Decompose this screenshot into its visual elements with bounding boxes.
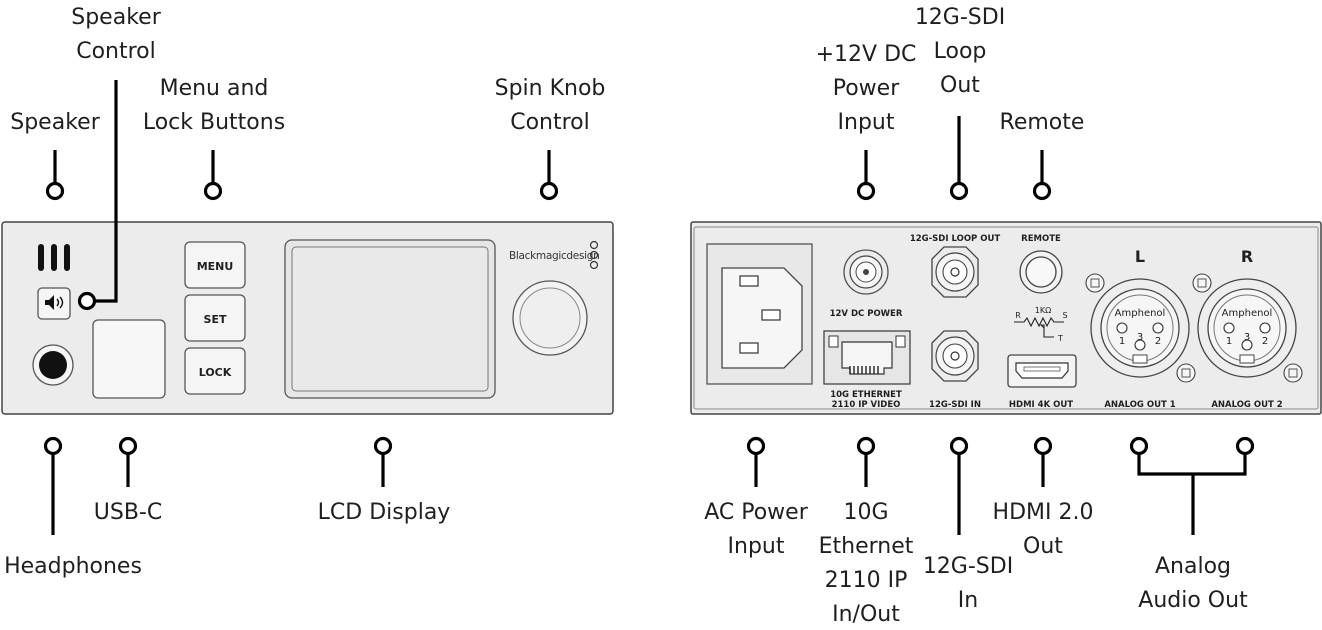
leader-dots [43,181,1255,456]
callout-spin-knob-line1: Spin Knob [495,76,606,101]
callout-ethernet-line3: 2110 IP [825,568,908,593]
callout-dc-power-line1: +12V DC [816,42,917,67]
xlr2-pin2: 2 [1262,336,1268,347]
analog-out-2-label: ANALOG OUT 2 [1211,400,1282,410]
callout-lcd: LCD Display [318,500,451,525]
callout-analog-line2: Audio Out [1138,588,1248,613]
callout-sdi-loop-line3: Out [940,73,980,98]
remote-t-label: T [1057,334,1063,343]
callout-menu-lock-line2: Lock Buttons [143,110,285,135]
menu-button[interactable]: MENU [184,241,246,289]
callout-analog-line1: Analog [1155,554,1231,579]
lock-button[interactable]: LOCK [184,347,246,395]
brand-logo-text: Blackmagicdesign [509,250,599,262]
set-button[interactable]: SET [184,294,246,342]
leader-lines [51,80,1247,535]
hdmi-port[interactable] [1007,354,1077,388]
callout-ac-power-line2: Input [728,534,785,559]
dc-power-label: 12V DC POWER [830,309,903,319]
dc-power-connector[interactable] [843,249,889,295]
xlr1-brand: Amphenol [1115,308,1166,319]
callout-hdmi-line1: HDMI 2.0 [993,500,1094,525]
channel-l-label: L [1135,247,1145,266]
spin-knob[interactable] [512,280,588,356]
xlr2-brand: Amphenol [1222,308,1273,319]
xlr2-pin3: 3 [1244,332,1250,343]
menu-button-label: MENU [197,260,234,273]
brand-logo-icon [589,240,599,270]
front-panel: MENU SET LOCK Blackmagicdesign [1,221,614,415]
front-callout-labels: Speaker Speaker Control Menu and Lock Bu… [4,5,605,579]
callout-ethernet-line4: In/Out [832,602,900,627]
remote-label: REMOTE [1021,234,1061,244]
xlr2-pin1: 1 [1226,336,1232,347]
callout-speaker-control-line2: Control [76,39,156,64]
channel-r-label: R [1241,247,1253,266]
ethernet-label-line2: 2110 IP VIDEO [832,400,901,410]
callout-sdi-loop-line1: 12G-SDI [915,5,1005,30]
rear-callout-labels: +12V DC Power Input 12G-SDI Loop Out Rem… [704,5,1248,627]
remote-ohm-label: 1KΩ [1035,306,1051,315]
analog-out-1-label: ANALOG OUT 1 [1104,400,1175,410]
callout-hdmi-line2: Out [1023,534,1063,559]
rear-panel: 12V DC POWER 10G ETHERNET 2110 IP VIDEO … [690,221,1322,415]
callout-ac-power-line1: AC Power [704,500,808,525]
callout-usbc: USB-C [94,500,162,525]
ac-power-inlet[interactable] [706,243,813,385]
remote-s-label: S [1062,311,1067,320]
xlr1-pin1: 1 [1119,336,1125,347]
sdi-in-connector[interactable] [931,330,979,382]
sdi-loop-label: 12G-SDI LOOP OUT [910,234,1001,244]
speaker-icon [45,295,54,310]
callout-sdi-loop-line2: Loop [934,39,987,64]
set-button-label: SET [204,313,227,326]
xlr-out-2[interactable]: Amphenol 1 3 2 [1192,273,1303,383]
callout-remote: Remote [1000,110,1085,135]
callout-dc-power-line3: Input [838,110,895,135]
headphone-jack[interactable] [32,344,74,386]
callout-sdi-in-line2: In [958,588,978,613]
hdmi-label: HDMI 4K OUT [1009,400,1073,410]
callout-ethernet-line2: Ethernet [819,534,914,559]
remote-jack[interactable] [1019,250,1063,294]
lcd-display [284,239,496,399]
callout-speaker-control-line1: Speaker [71,5,161,30]
xlr1-pin2: 2 [1155,336,1161,347]
xlr1-pin3: 3 [1137,332,1143,343]
remote-r-label: R [1015,311,1021,320]
callout-sdi-in-line1: 12G-SDI [923,554,1013,579]
xlr-out-1[interactable]: Amphenol 1 3 2 [1085,273,1196,383]
usbc-port[interactable] [92,319,166,399]
speaker-grille [38,244,70,271]
ethernet-label-line1: 10G ETHERNET [830,390,902,400]
callout-speaker: Speaker [10,110,100,135]
speaker-button[interactable] [37,287,71,320]
callout-menu-lock-line1: Menu and [160,76,269,101]
sdi-loop-out-connector[interactable] [931,246,979,298]
callout-ethernet-line1: 10G [843,500,888,525]
sdi-in-label: 12G-SDI IN [929,400,981,410]
callout-dc-power-line2: Power [833,76,900,101]
ethernet-port[interactable] [823,330,911,385]
remote-wiring-diagram: R 1KΩ S T [1014,306,1068,343]
callout-spin-knob-line2: Control [510,110,590,135]
lock-button-label: LOCK [199,366,232,379]
callout-headphones: Headphones [4,554,142,579]
